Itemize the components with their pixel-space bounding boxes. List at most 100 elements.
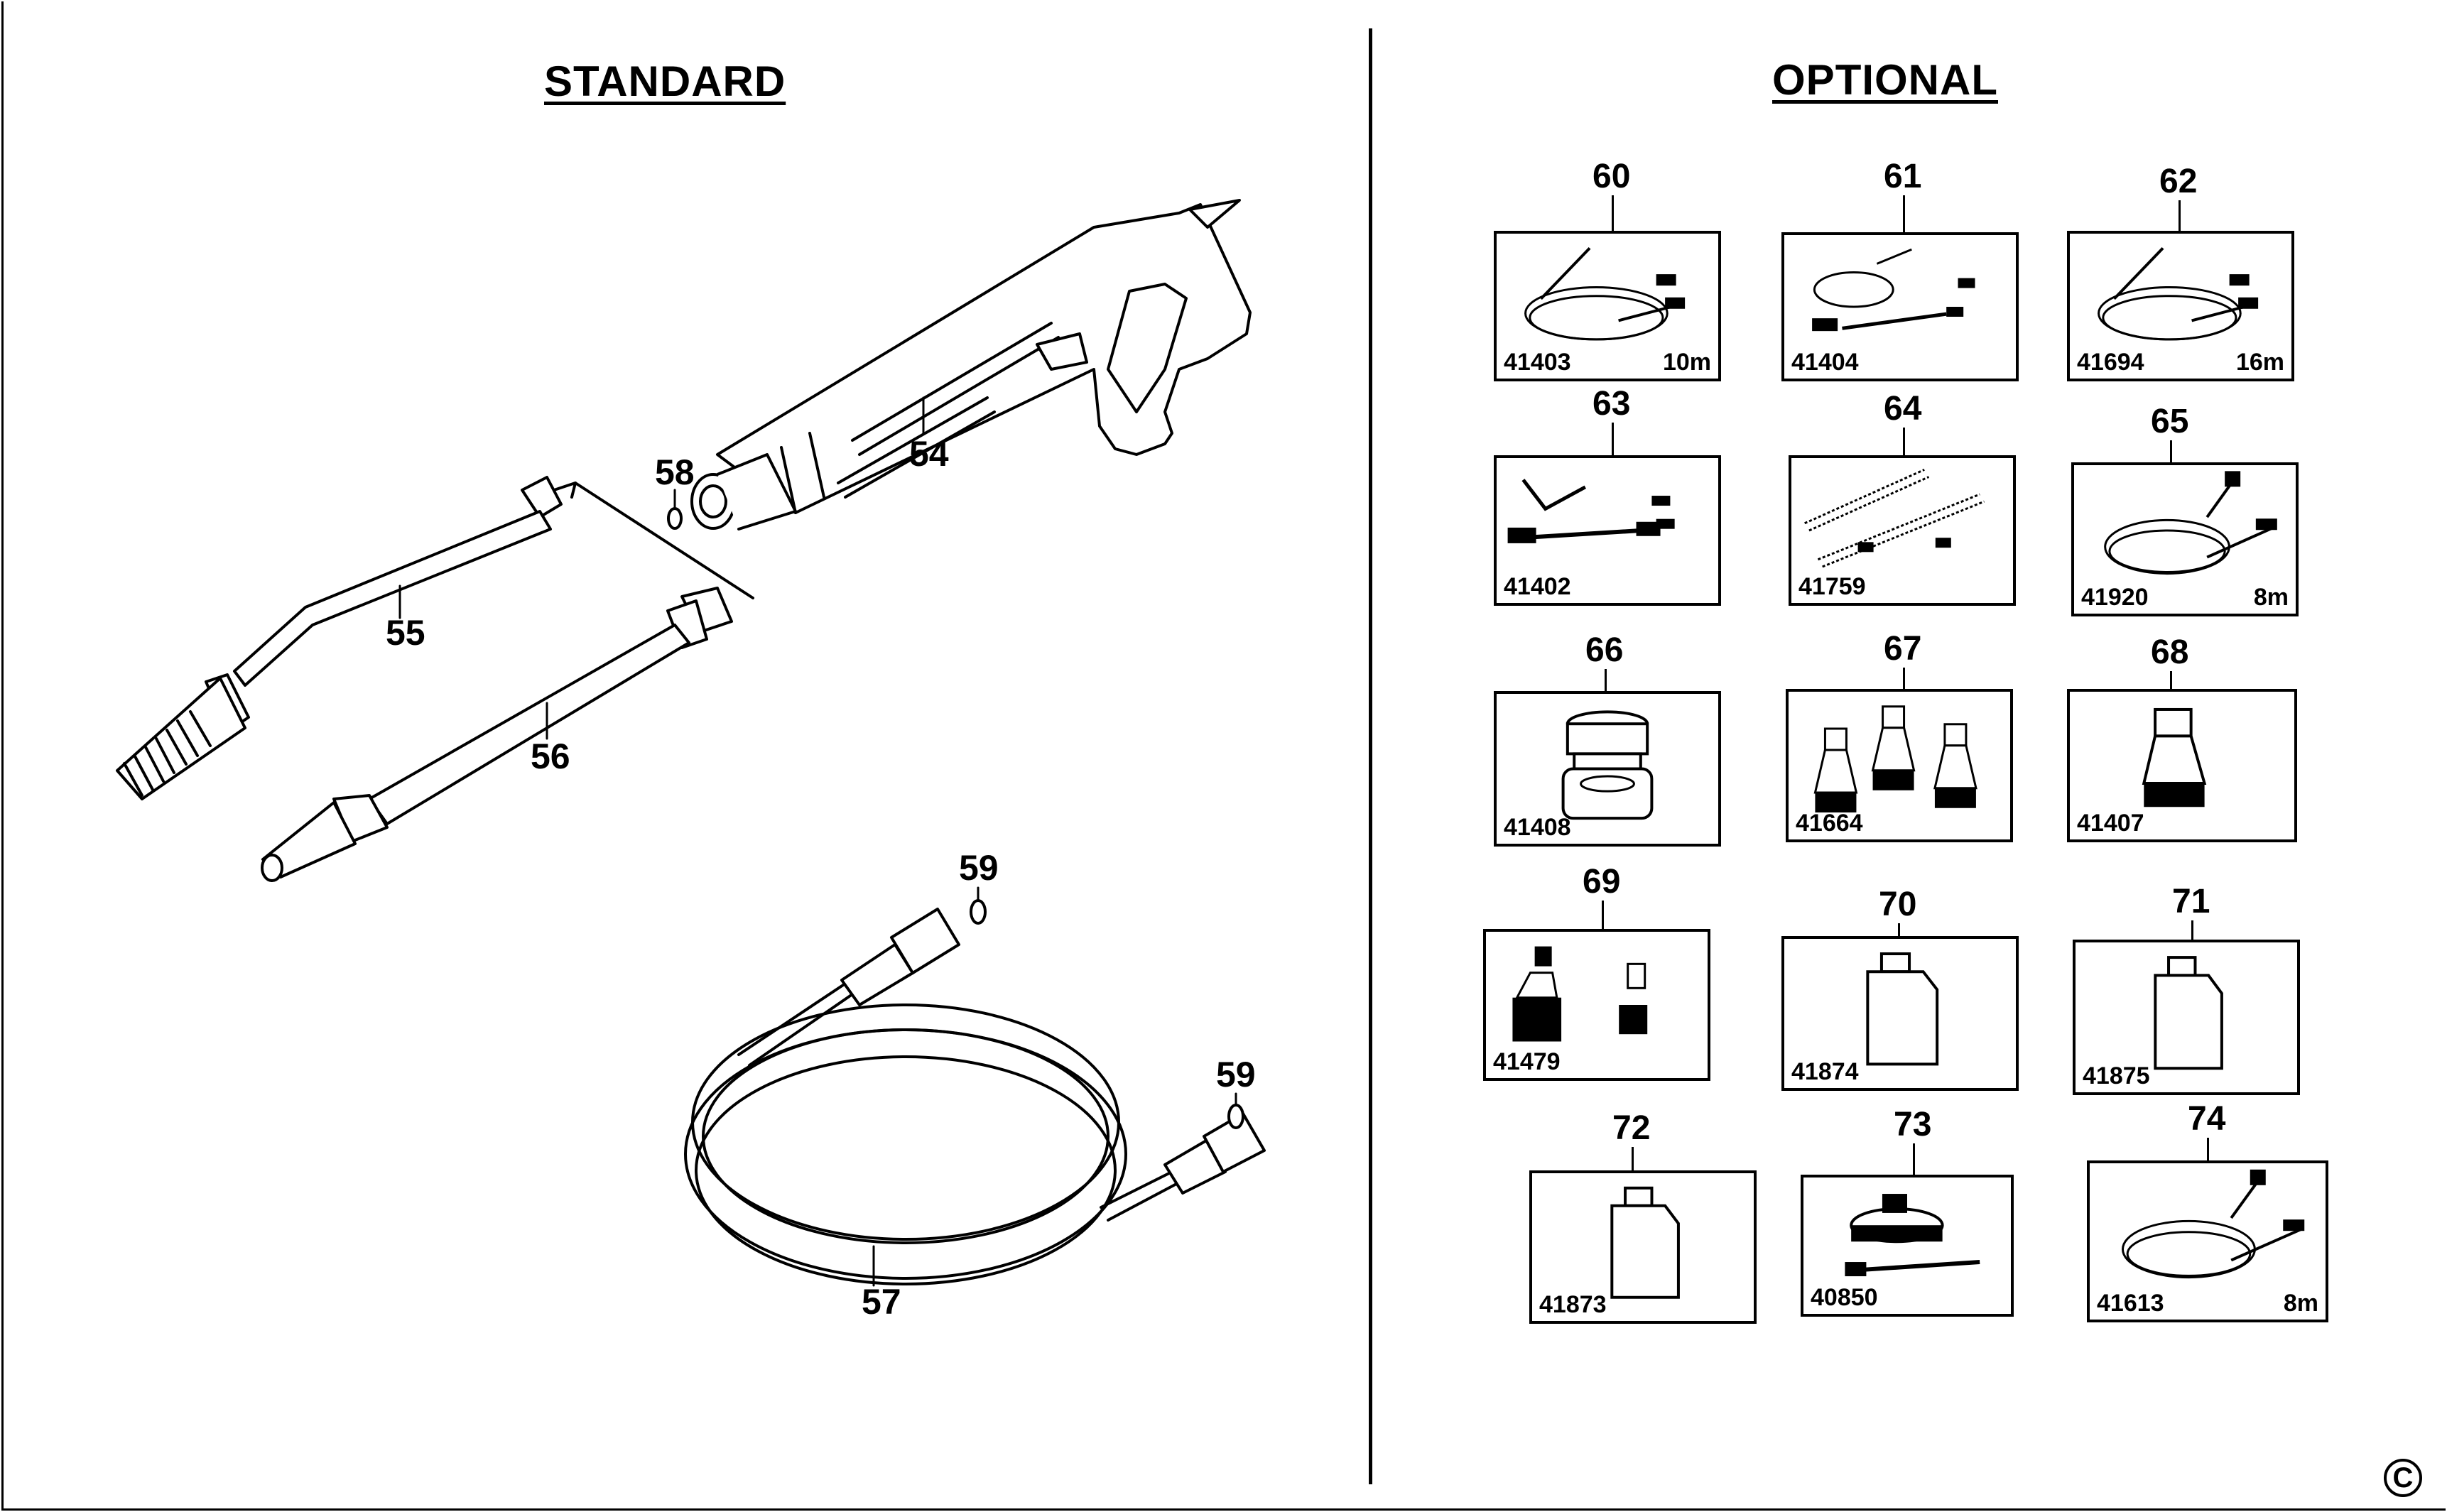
angled-lance-drawing: [116, 476, 563, 800]
high-pressure-hose-drawing: [684, 982, 1181, 1285]
trigger-gun-drawing: [690, 199, 1252, 531]
optional-part-code: 41920: [2081, 584, 2149, 611]
callout-59-top: 59: [959, 848, 999, 888]
callout-54: 54: [909, 434, 949, 474]
patio-cleaner-icon: [1845, 1194, 1980, 1277]
telescopic-lance-icon: [1804, 468, 1985, 568]
optional-part-panel: 41407: [2067, 689, 2297, 842]
optional-leader-line: [1913, 1143, 1915, 1175]
optional-part-number: 66: [1585, 631, 1624, 669]
optional-part-number: 73: [1894, 1106, 1932, 1143]
optional-part-code: 41759: [1798, 573, 1866, 600]
callout-56: 56: [531, 736, 570, 776]
optional-leader-line: [1903, 668, 1905, 689]
optional-part-code: 41404: [1791, 349, 1859, 376]
extension-hose-icon: [2121, 1169, 2305, 1279]
optional-part-code: 41874: [1791, 1058, 1859, 1085]
optional-part-code: 41613: [2097, 1290, 2164, 1317]
optional-part-length: 8m: [2283, 1290, 2318, 1317]
single-nozzle-icon: [2142, 707, 2207, 807]
optional-leader-line: [1903, 195, 1905, 232]
optional-leader-line: [2191, 920, 2193, 940]
optional-leader-line: [1903, 428, 1905, 455]
optional-part-number: 70: [1879, 886, 1917, 923]
optional-leader-line: [1612, 423, 1614, 455]
optional-part-code: 41403: [1504, 349, 1571, 376]
optional-part-length: 8m: [2253, 584, 2289, 611]
optional-leader-line: [2207, 1138, 2209, 1160]
optional-part-number: 65: [2151, 403, 2189, 440]
detergent-bottle-icon: [2154, 956, 2223, 1070]
angled-lance-icon: [1507, 479, 1675, 543]
optional-part-code: 41875: [2083, 1062, 2150, 1089]
hose-adapter-icon: [1561, 710, 1654, 820]
detergent-bottle-icon: [1866, 952, 1939, 1066]
optional-part-number: 71: [2172, 883, 2210, 920]
optional-part-panel: 41479: [1483, 929, 1710, 1081]
optional-leader-line: [1632, 1147, 1634, 1170]
optional-leader-line: [1898, 923, 1900, 936]
optional-part-panel: 41403 10m: [1494, 231, 1721, 381]
optional-part-number: 61: [1884, 158, 1922, 195]
straight-lance-drawing: [261, 587, 733, 882]
o-ring-59-top-drawing: [970, 899, 987, 925]
optional-part-code: 40850: [1811, 1284, 1878, 1311]
optional-leader-line: [1602, 901, 1604, 929]
optional-part-code: 41402: [1504, 573, 1571, 600]
callout-58: 58: [655, 452, 695, 492]
optional-part-panel: 41402: [1494, 455, 1721, 606]
optional-section-title: OPTIONAL: [1772, 56, 1998, 104]
optional-part-code: 41694: [2077, 349, 2144, 376]
optional-part-panel: 41694 16m: [2067, 231, 2294, 381]
optional-part-panel: 41404: [1781, 232, 2019, 381]
optional-part-number: 60: [1593, 158, 1631, 195]
optional-part-number: 72: [1612, 1109, 1651, 1147]
hose-with-nozzles-icon: [1524, 247, 1686, 341]
optional-leader-line: [2170, 671, 2172, 689]
detergent-bottle-icon: [1610, 1186, 1680, 1299]
hose-connector-bottom-drawing: [1163, 1112, 1266, 1195]
optional-part-number: 74: [2188, 1100, 2226, 1138]
optional-leader-line: [2179, 200, 2181, 231]
optional-part-code: 41873: [1539, 1291, 1607, 1318]
optional-part-code: 41479: [1493, 1048, 1561, 1075]
nozzle-set-icon: [1813, 705, 1977, 812]
optional-part-panel: 41613 8m: [2087, 1160, 2328, 1322]
optional-part-panel: 41408: [1494, 691, 1721, 847]
optional-part-number: 62: [2159, 163, 2198, 200]
hose-with-nozzles-icon: [2098, 247, 2259, 341]
optional-leader-line: [1612, 195, 1614, 231]
optional-part-panel: 41664: [1786, 689, 2013, 842]
pipe-cleaning-hose-icon: [1812, 248, 1975, 332]
optional-part-panel: 40850: [1801, 1175, 2014, 1317]
optional-part-code: 41407: [2077, 810, 2144, 837]
optional-part-panel: 41873: [1529, 1170, 1757, 1324]
section-divider: [1369, 28, 1372, 1484]
optional-part-code: 41664: [1796, 810, 1863, 837]
optional-part-panel: 41875: [2073, 940, 2300, 1095]
optional-part-panel: 41874: [1781, 936, 2019, 1091]
callout-55: 55: [386, 613, 425, 653]
hose-connector-top-drawing: [840, 908, 960, 1006]
optional-part-number: 68: [2151, 633, 2189, 671]
optional-part-number: 63: [1593, 385, 1631, 423]
optional-part-number: 67: [1884, 630, 1922, 668]
optional-part-number: 69: [1583, 863, 1621, 901]
optional-part-code: 41408: [1504, 814, 1571, 841]
callout-57: 57: [862, 1282, 901, 1322]
optional-part-number: 64: [1884, 390, 1922, 428]
optional-leader-line: [2170, 440, 2172, 462]
o-ring-58-drawing: [667, 507, 683, 530]
extension-hose-icon: [2104, 471, 2277, 575]
optional-part-length: 16m: [2235, 349, 2284, 376]
o-ring-59-bottom-drawing: [1227, 1104, 1244, 1129]
quick-connector-icon: [1512, 946, 1648, 1042]
optional-part-length: 10m: [1662, 349, 1711, 376]
callout-59-bottom: 59: [1216, 1055, 1256, 1094]
standard-section-title: STANDARD: [544, 58, 786, 105]
copyright-mark: C: [2384, 1459, 2422, 1497]
optional-part-panel: 41920 8m: [2071, 462, 2299, 616]
